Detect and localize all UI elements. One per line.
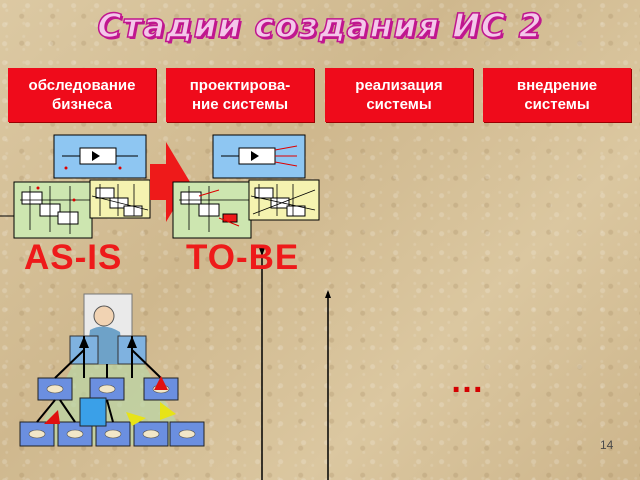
as-is-label: AS-IS [24,238,123,277]
stage-survey: обследование бизнеса [8,68,156,122]
idef0-diagram-icon [172,134,320,239]
stage-design: проектирова- ние системы [166,68,314,122]
idef0-diagram-icon [0,134,151,239]
to-be-label: TO-BE [186,238,300,277]
arrow-right-icon [150,142,190,222]
ellipsis-mark: … [450,362,486,400]
org-chart-pyramid-icon [19,293,205,447]
slide-title: Стадии создания ИС 2 [97,5,543,46]
page-number: 14 [600,438,614,452]
stage-implementation: реализация системы [325,68,473,122]
stage-deployment: внедрение системы [483,68,631,122]
